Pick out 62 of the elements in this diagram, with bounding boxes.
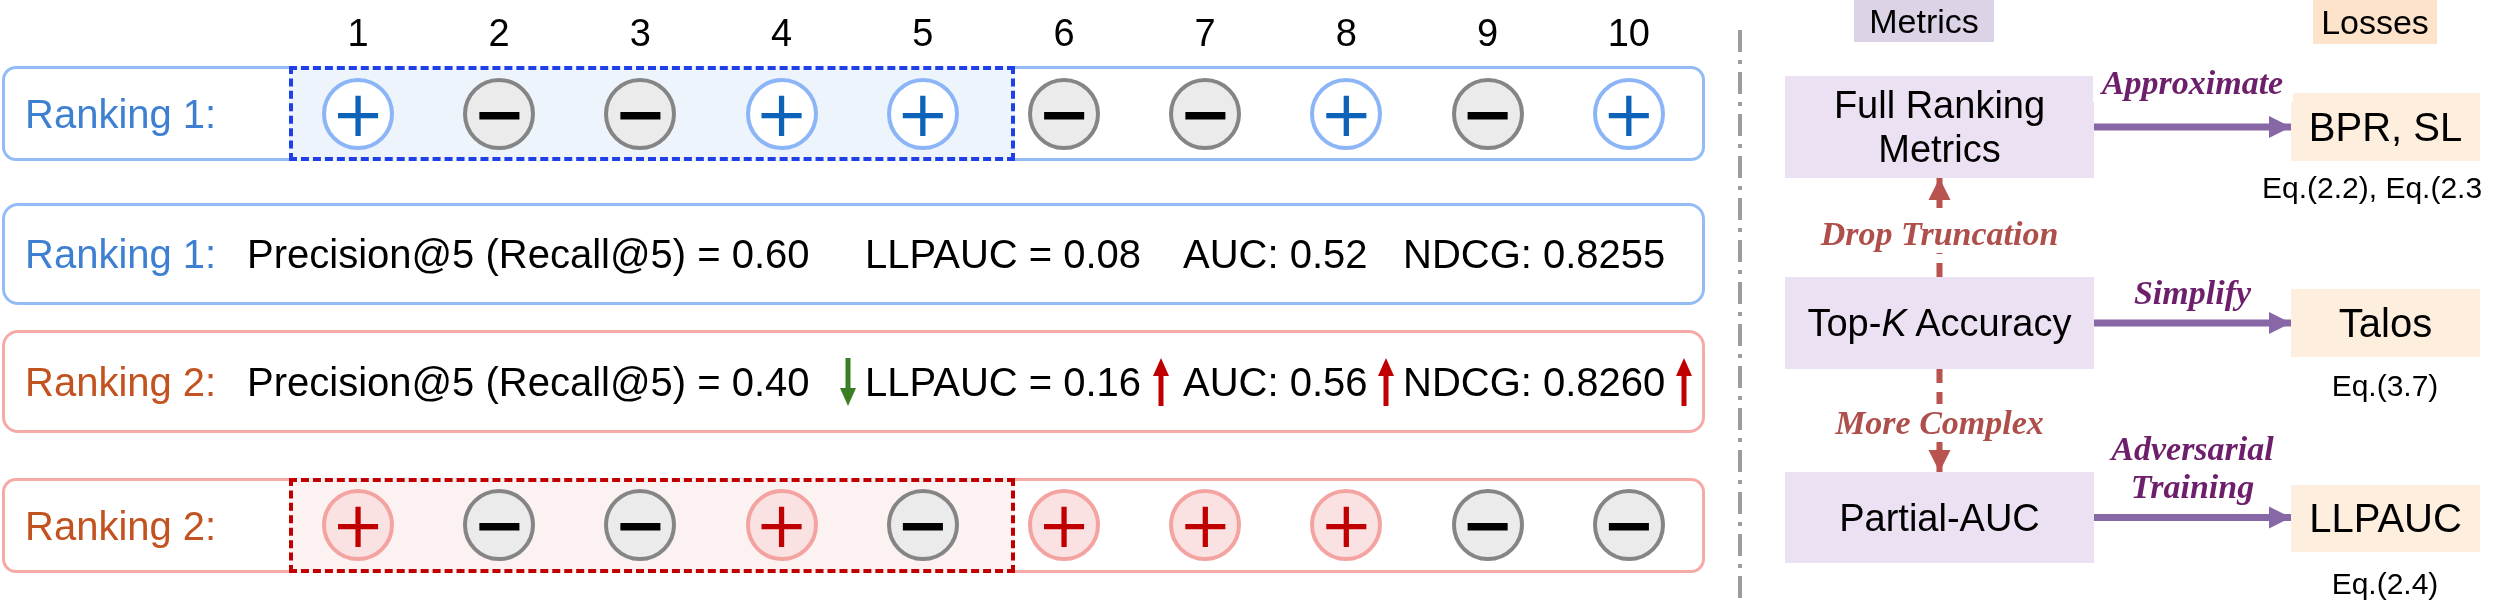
negative-item-circle: − <box>1592 489 1665 561</box>
rank-position-number: 2 <box>488 11 510 55</box>
rank-position-number: 4 <box>771 11 793 55</box>
ranking-label: Ranking 2: <box>25 358 217 406</box>
ranking-row-panel <box>2 66 1705 161</box>
arrow <box>2094 116 2291 138</box>
ranking-label: Ranking 2: <box>25 502 217 550</box>
rank-position-number: 1 <box>347 11 369 55</box>
arrow <box>2094 312 2291 334</box>
positive-item-circle: + <box>745 489 818 561</box>
negative-item-circle: − <box>886 489 959 561</box>
ranking-label: Ranking 1: <box>25 231 217 278</box>
equation-reference: Eq.(2.2), Eq.(2.3 <box>2262 170 2483 206</box>
positive-item-circle: + <box>322 489 394 561</box>
positive-item-circle: + <box>1169 489 1242 561</box>
loss-box: LLPAUC <box>2291 485 2480 552</box>
dashed-highlight-region <box>289 66 1015 161</box>
positive-item-circle: + <box>1310 78 1383 150</box>
rank-position-number: 8 <box>1335 11 1357 55</box>
ranking-row-panel <box>2 478 1705 573</box>
ranking-label: Ranking 1: <box>25 90 217 138</box>
positive-item-circle: + <box>745 78 818 150</box>
metric-text: NDCG: 0.8255 <box>1403 231 1666 278</box>
column-header-tag: Metrics <box>1854 0 1994 42</box>
metric-text: Precision@5 (Recall@5) = 0.60 <box>247 231 810 278</box>
arrow <box>2094 506 2291 529</box>
rank-position-number: 7 <box>1194 11 1216 55</box>
positive-item-circle: + <box>886 78 959 150</box>
negative-item-circle: − <box>1451 489 1524 561</box>
metric-box: Top-K Accuracy <box>1785 277 2094 369</box>
rank-position-number: 10 <box>1607 11 1650 55</box>
loss-box: BPR, SL <box>2291 93 2480 161</box>
metric-text: AUC: 0.52 <box>1183 231 1368 278</box>
positive-item-circle: + <box>1028 489 1100 561</box>
equation-reference: Eq.(3.7) <box>2331 368 2439 404</box>
metric-summary-panel <box>2 330 1705 433</box>
rank-position-number: 6 <box>1053 11 1075 55</box>
metric-text: AUC: 0.56 <box>1183 358 1368 406</box>
dashed-highlight-region <box>289 478 1015 573</box>
negative-item-circle: − <box>1028 78 1100 150</box>
loss-box: Talos <box>2291 289 2480 357</box>
negative-item-circle: − <box>1169 78 1242 150</box>
metric-text: NDCG: 0.8260 <box>1403 358 1666 406</box>
rank-position-number: 9 <box>1477 11 1499 55</box>
negative-item-circle: − <box>604 78 677 150</box>
metric-summary-panel <box>2 203 1705 305</box>
rank-position-number: 3 <box>629 11 651 55</box>
metric-text: LLPAUC = 0.08 <box>865 231 1142 278</box>
metric-box: Partial-AUC <box>1785 472 2094 563</box>
column-header-tag: Losses <box>2313 0 2437 44</box>
metric-text: LLPAUC = 0.16 <box>865 358 1142 406</box>
negative-item-circle: − <box>1451 78 1524 150</box>
positive-item-circle: + <box>1592 78 1665 150</box>
negative-item-circle: − <box>463 489 536 561</box>
positive-item-circle: + <box>322 78 394 150</box>
negative-item-circle: − <box>463 78 536 150</box>
equation-reference: Eq.(2.4) <box>2331 566 2439 602</box>
metric-box: Full Ranking Metrics <box>1785 76 2094 178</box>
rank-position-number: 5 <box>912 11 934 55</box>
negative-item-circle: − <box>604 489 677 561</box>
metric-text: Precision@5 (Recall@5) = 0.40 <box>247 358 810 406</box>
positive-item-circle: + <box>1310 489 1383 561</box>
